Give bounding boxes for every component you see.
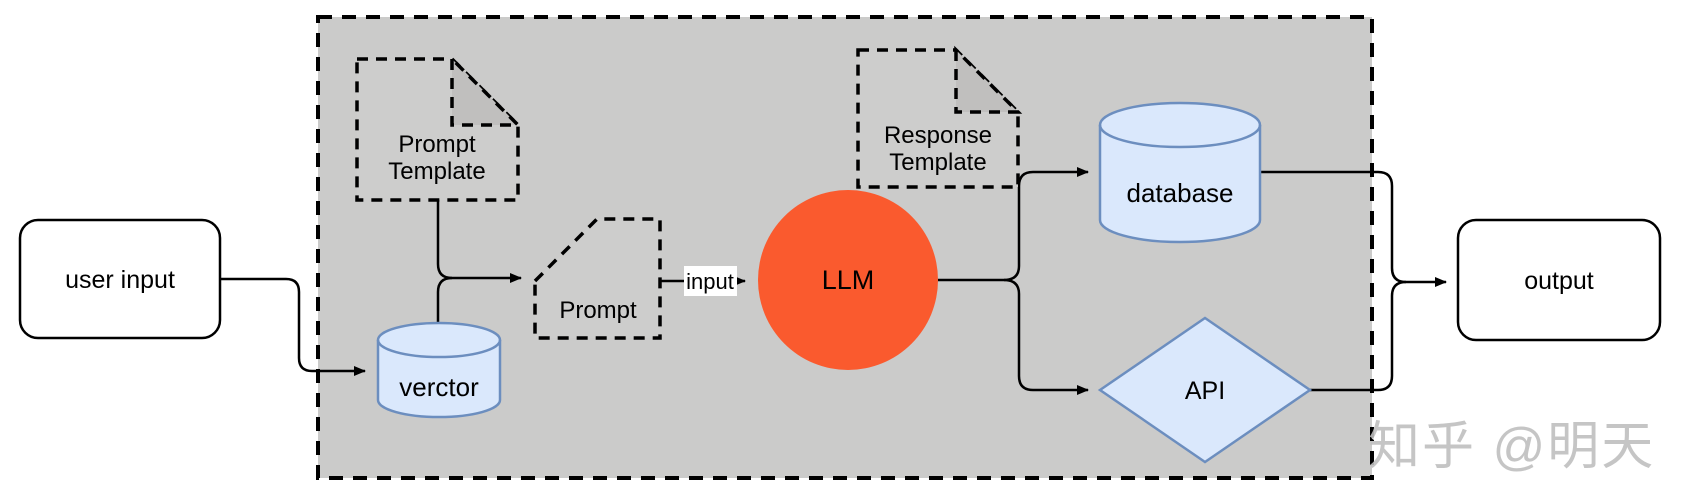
database-cylinder	[1098, 101, 1262, 244]
edge-llm-to-database	[1003, 167, 1089, 282]
edge-llm-to-api	[1003, 278, 1089, 395]
output-box	[1456, 218, 1662, 342]
llm-node: LLM	[758, 190, 938, 370]
database-label: database	[1127, 178, 1234, 208]
edges	[220, 167, 1447, 395]
api-node: API	[1097, 316, 1313, 464]
output-node: output	[1456, 218, 1662, 342]
prompt-template-label-line2: Template	[388, 158, 485, 185]
prompt-template-note: Prompt Template	[355, 54, 523, 202]
edge-api-to-output	[1310, 280, 1407, 392]
vector-cylinder-rim	[376, 339, 502, 359]
prompt-card-outline	[533, 217, 662, 340]
prompt-node: Prompt	[533, 217, 662, 340]
response-template-fold-corner	[954, 45, 1023, 114]
user-input-label: user input	[65, 266, 175, 294]
output-label: output	[1524, 267, 1594, 295]
prompt-template-label-line1: Prompt	[398, 131, 476, 158]
database-cylinder-rim	[1098, 124, 1262, 149]
response-template-label-line1: Response	[884, 122, 992, 149]
user-input-box	[18, 218, 222, 340]
edge-label-input-background	[684, 266, 737, 296]
edge-user-input-to-vector	[220, 277, 366, 376]
response-template-label-line2: Template	[889, 149, 986, 176]
edge-label-input: input	[684, 266, 737, 296]
llm-circle	[758, 190, 938, 370]
edge-label-input-text: input	[686, 269, 734, 294]
database-node: database	[1098, 101, 1262, 244]
edge-database-to-output	[1260, 170, 1447, 287]
edge-vector-to-prompt	[436, 276, 453, 322]
llm-label: LLM	[822, 265, 875, 295]
api-diamond	[1097, 316, 1313, 464]
api-label: API	[1185, 377, 1225, 405]
prompt-label: Prompt	[559, 297, 637, 324]
vector-label: verctor	[399, 372, 479, 402]
user-input-node: user input	[18, 218, 222, 340]
prompt-template-fold-corner	[450, 54, 523, 127]
response-template-note: Response Template	[856, 45, 1023, 189]
vector-store-node: verctor	[376, 321, 502, 419]
vector-cylinder	[376, 321, 502, 419]
